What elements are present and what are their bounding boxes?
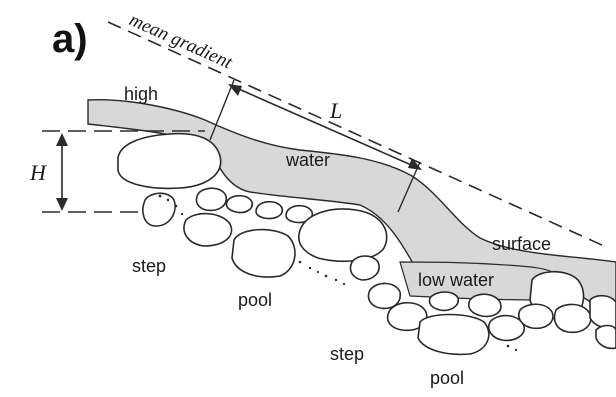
surface-label: surface bbox=[492, 234, 551, 254]
boulder bbox=[143, 193, 175, 226]
pool-label-lower: pool bbox=[430, 368, 464, 388]
boulder bbox=[256, 202, 282, 219]
boulder bbox=[429, 292, 458, 310]
boulder bbox=[596, 326, 616, 349]
boulder bbox=[590, 296, 616, 329]
boulder bbox=[418, 315, 489, 355]
height-symbol: H bbox=[29, 160, 47, 185]
boulder bbox=[469, 294, 501, 316]
length-symbol: L bbox=[329, 98, 342, 123]
pool-label-upper: pool bbox=[238, 290, 272, 310]
h-arrowhead-down bbox=[56, 198, 68, 211]
boulder bbox=[350, 256, 379, 280]
h-arrowhead-up bbox=[56, 133, 68, 146]
boulder bbox=[226, 196, 252, 213]
boulder bbox=[184, 214, 232, 246]
low-water-label: low water bbox=[418, 270, 494, 290]
boulder bbox=[118, 134, 221, 189]
step-label-upper: step bbox=[132, 256, 166, 276]
boulder bbox=[519, 304, 553, 328]
mean-gradient-label: mean gradient bbox=[126, 9, 236, 73]
boulder bbox=[232, 230, 295, 277]
high-label: high bbox=[124, 84, 158, 104]
boulder bbox=[299, 209, 387, 261]
step-label-lower: step bbox=[330, 344, 364, 364]
panel-label: a) bbox=[52, 17, 88, 61]
boulder bbox=[196, 188, 226, 210]
water-label: water bbox=[285, 150, 330, 170]
boulder bbox=[555, 304, 591, 332]
